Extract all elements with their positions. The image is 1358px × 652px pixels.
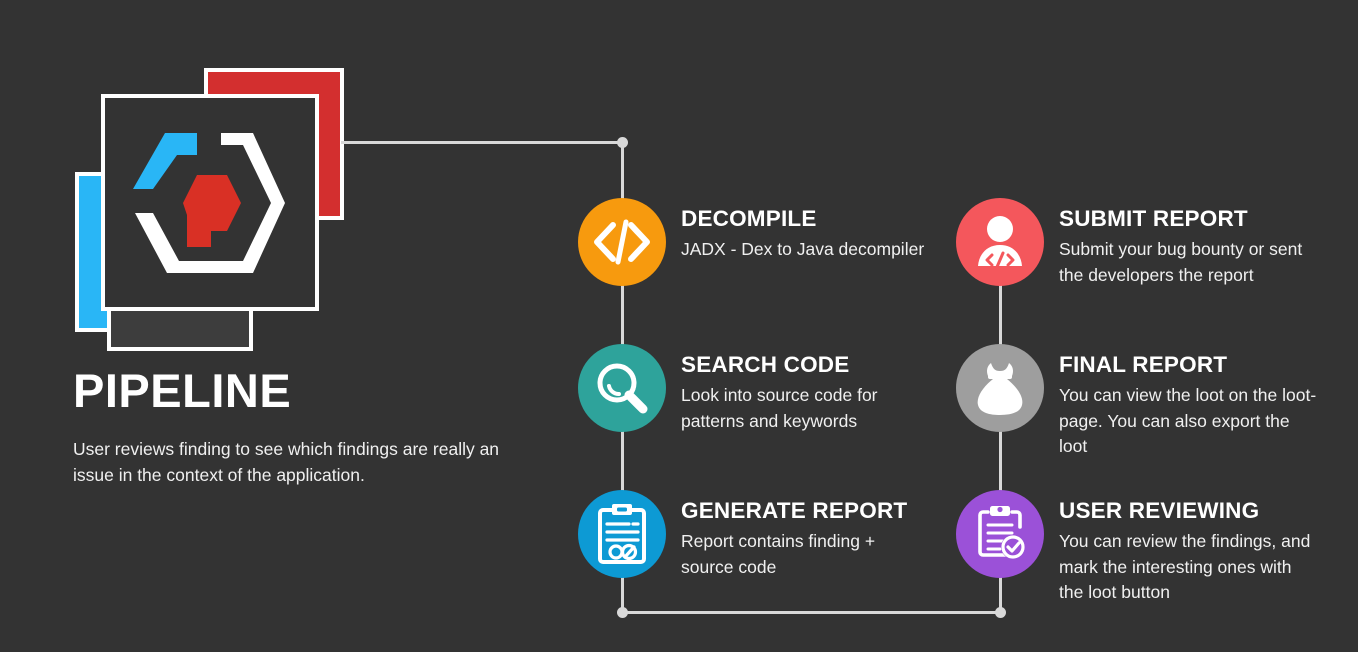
step-description: Look into source code for patterns and k…	[681, 385, 878, 431]
page-title: PIPELINE	[73, 364, 292, 417]
connector-bottom-horizontal	[621, 611, 1002, 614]
step-description: Submit your bug bounty or sent the devel…	[1059, 239, 1303, 285]
step-generate-report[interactable]: GENERATE REPORT Report contains finding …	[578, 490, 931, 580]
step-final-report[interactable]: FINAL REPORT You can view the loot on th…	[956, 344, 1317, 460]
step-description: Report contains finding + source code	[681, 531, 876, 577]
step-user-reviewing[interactable]: USER REVIEWING You can review the findin…	[956, 490, 1317, 606]
user-developer-icon	[956, 198, 1044, 286]
step-description: JADX - Dex to Java decompiler	[681, 239, 925, 259]
magnifying-glass-icon	[578, 344, 666, 432]
clipboard-code-icon	[578, 490, 666, 578]
connector-node-bottom-left	[617, 607, 628, 618]
brand-description: User reviews finding to see which findin…	[73, 439, 500, 485]
clipboard-check-icon	[956, 490, 1044, 578]
step-title: USER REVIEWING	[1059, 498, 1260, 523]
step-text-block: USER REVIEWING You can review the findin…	[1059, 490, 1317, 606]
connector-right-axis-3	[999, 284, 1002, 346]
connector-left-axis-1	[621, 141, 624, 201]
step-text-block: GENERATE REPORT Report contains finding …	[681, 490, 931, 580]
connector-right-axis-2	[999, 430, 1002, 492]
step-text-block: DECOMPILE JADX - Dex to Java decompiler	[681, 198, 931, 263]
step-submit-report[interactable]: SUBMIT REPORT Submit your bug bounty or …	[956, 198, 1317, 288]
step-search-code[interactable]: SEARCH CODE Look into source code for pa…	[578, 344, 931, 434]
logo-card-bottom	[107, 307, 253, 351]
connector-left-axis-2	[621, 284, 624, 346]
step-text-block: FINAL REPORT You can view the loot on th…	[1059, 344, 1317, 460]
code-brackets-icon	[578, 198, 666, 286]
step-title: FINAL REPORT	[1059, 352, 1228, 377]
connector-left-axis-4	[621, 577, 624, 615]
money-bag-icon	[956, 344, 1044, 432]
step-description: You can view the loot on the loot-page. …	[1059, 385, 1317, 457]
connector-right-axis-1	[999, 577, 1002, 615]
connector-top-horizontal	[341, 141, 624, 144]
connector-left-axis-3	[621, 430, 624, 492]
step-title: GENERATE REPORT	[681, 498, 908, 523]
logo-card-stack	[75, 68, 365, 353]
hexagon-code-logo-icon	[101, 94, 319, 311]
step-decompile[interactable]: DECOMPILE JADX - Dex to Java decompiler	[578, 198, 931, 286]
step-text-block: SEARCH CODE Look into source code for pa…	[681, 344, 931, 434]
step-title: DECOMPILE	[681, 206, 817, 231]
step-description: You can review the findings, and mark th…	[1059, 531, 1311, 603]
step-title: SEARCH CODE	[681, 352, 850, 377]
step-title: SUBMIT REPORT	[1059, 206, 1248, 231]
step-text-block: SUBMIT REPORT Submit your bug bounty or …	[1059, 198, 1317, 288]
